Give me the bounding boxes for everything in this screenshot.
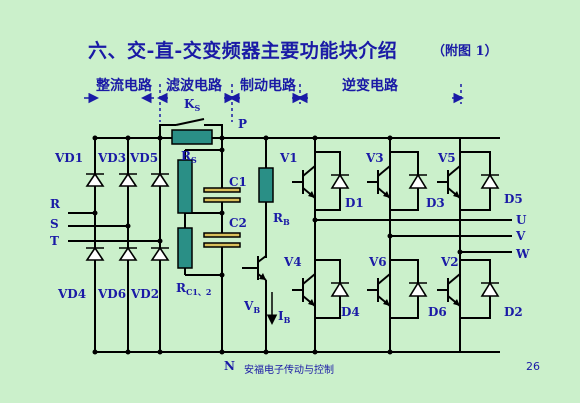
label-w: W: [515, 247, 530, 261]
resistor-rs: [171, 129, 213, 145]
label-v2: V2: [440, 255, 459, 269]
label-v4: V4: [283, 255, 302, 269]
label-t: T: [50, 234, 59, 248]
label-v: V: [515, 229, 526, 243]
section-inverter: 逆变电路: [342, 78, 398, 94]
label-d6: D6: [428, 305, 447, 319]
resistor-rb: [258, 167, 274, 203]
resistor-rc1: [177, 159, 193, 214]
label-v5: V5: [437, 151, 456, 165]
label-vd2: VD2: [130, 287, 159, 301]
label-s: S: [50, 217, 59, 231]
label-vb: VB: [243, 299, 260, 315]
label-d4: D4: [341, 305, 360, 319]
capacitors: [203, 187, 241, 248]
label-vd1: VD1: [54, 151, 83, 165]
capacitor-c1-plate-a: [203, 187, 241, 193]
label-n: N: [224, 359, 235, 373]
label-rc: RC1、2: [176, 281, 211, 297]
label-d5: D5: [504, 192, 523, 206]
capacitor-c2-plate-a: [203, 232, 241, 238]
capacitor-c2-plate-b: [203, 242, 241, 248]
slide-title: 六、交-直-交变频器主要功能块介绍: [88, 40, 398, 62]
label-vd6: VD6: [97, 287, 126, 301]
label-ib: IB: [278, 309, 291, 325]
label-c2: C2: [229, 216, 247, 230]
figure-reference: （附图 1）: [432, 44, 498, 59]
capacitor-c1-plate-b: [203, 197, 241, 203]
label-d2: D2: [504, 305, 523, 319]
label-p: P: [238, 117, 247, 131]
section-rectifier: 整流电路: [96, 78, 152, 94]
label-u: U: [516, 213, 527, 227]
resistors: [171, 129, 274, 269]
section-dividers: [159, 84, 462, 122]
freewheel-diodes: [330, 173, 500, 297]
section-filter: 滤波电路: [166, 78, 222, 94]
label-rs: RS: [181, 149, 197, 165]
label-rb: RB: [273, 211, 290, 227]
label-v1: V1: [279, 151, 298, 165]
label-d3: D3: [426, 196, 445, 210]
label-ks: KS: [184, 97, 200, 113]
rectifier-diodes: [85, 172, 170, 261]
label-vd3: VD3: [97, 151, 126, 165]
page-number: 26: [526, 360, 540, 373]
footer-text: 安福电子传动与控制: [244, 365, 334, 376]
emitter-arrows: [259, 191, 460, 306]
label-c1: C1: [229, 175, 247, 189]
junctions: [92, 135, 463, 355]
label-r: R: [50, 197, 61, 211]
label-d1: D1: [345, 196, 364, 210]
label-vd5: VD5: [129, 151, 158, 165]
label-v3: V3: [365, 151, 384, 165]
label-vd4: VD4: [57, 287, 86, 301]
section-brake: 制动电路: [240, 78, 296, 94]
resistor-rc2: [177, 227, 193, 269]
label-v6: V6: [368, 255, 387, 269]
